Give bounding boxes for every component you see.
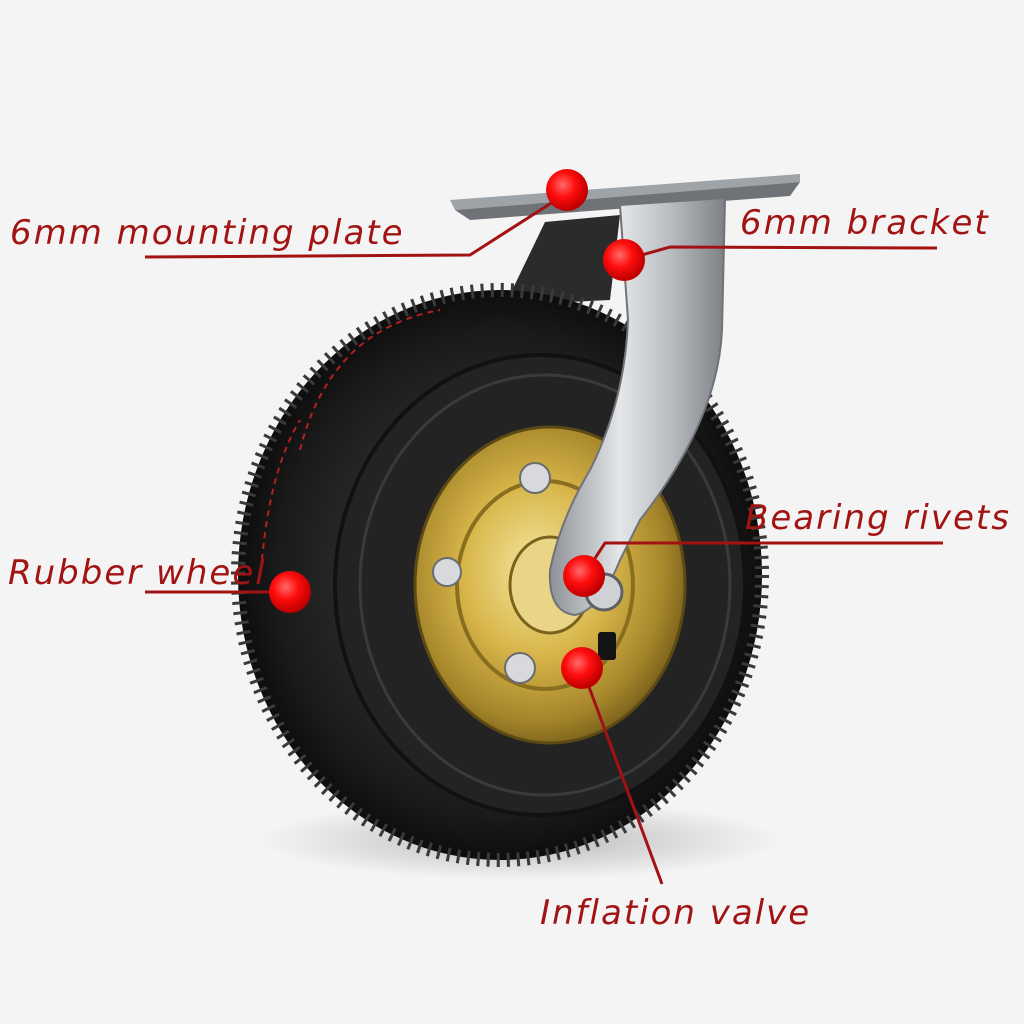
- hub-nut-bottom: [504, 652, 536, 684]
- hub-nut-top: [519, 462, 551, 494]
- leader-mounting-plate: [144, 191, 568, 259]
- hub-nut-left: [432, 557, 462, 587]
- label-mounting-plate: 6mm mounting plate: [10, 213, 405, 253]
- valve-stem: [598, 632, 616, 660]
- label-bracket: 6mm bracket: [740, 203, 990, 243]
- label-inflation-valve: Inflation valve: [540, 893, 812, 933]
- marker-bracket: [603, 239, 645, 281]
- marker-inflation-valve: [561, 647, 603, 689]
- marker-bearing-rivets: [563, 555, 605, 597]
- marker-rubber-wheel: [269, 571, 311, 613]
- rear-bracket-arm: [505, 215, 620, 305]
- marker-mounting-plate: [546, 169, 588, 211]
- front-bracket: [548, 196, 727, 617]
- label-bearing-rivets: Bearing rivets: [745, 498, 1011, 538]
- leader-inflation-valve: [580, 667, 664, 885]
- label-rubber-wheel: Rubber wheel: [8, 553, 267, 593]
